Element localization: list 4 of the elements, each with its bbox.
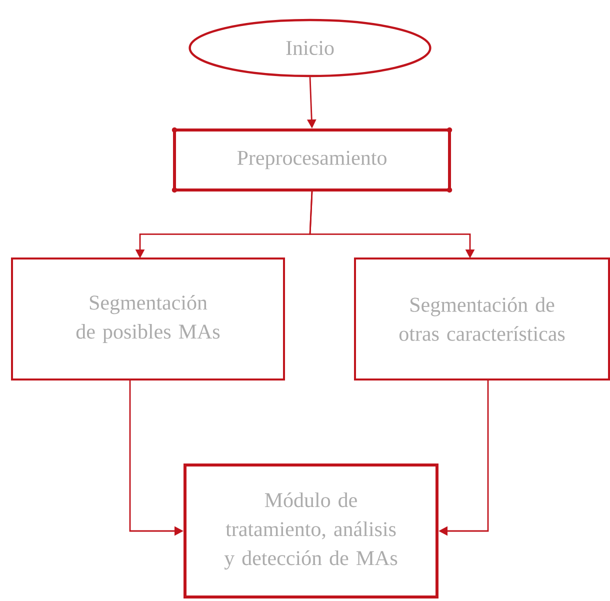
process-box: Módulo de tratamiento, análisis y detección de MAs [184,464,438,598]
process-box: Segmentación de otras características [354,258,610,380]
process-box: Preprocesamiento [173,128,451,192]
process-box: Segmentación de posibles MAs [11,258,285,380]
